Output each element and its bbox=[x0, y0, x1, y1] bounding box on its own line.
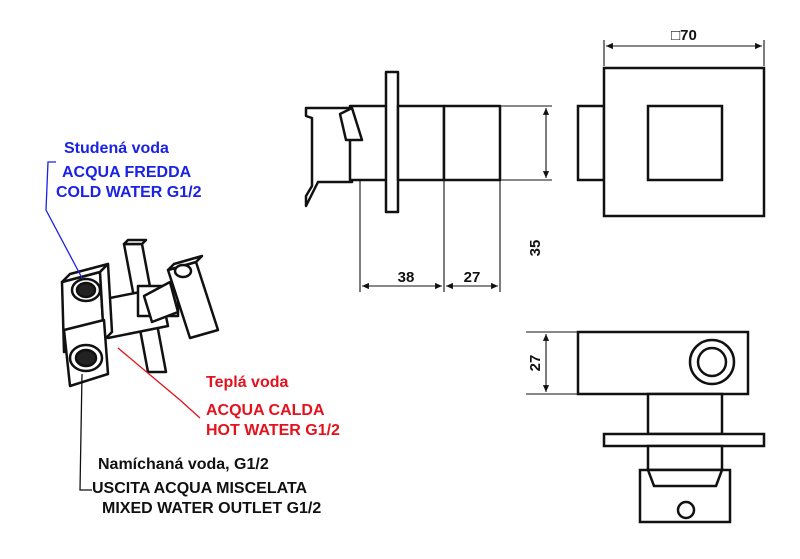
mixed-water-label-it: USCITA ACQUA MISCELATA bbox=[92, 480, 308, 497]
mixed-leader-line bbox=[79, 373, 92, 491]
dim-depth-body: 38 bbox=[398, 269, 415, 286]
top-dimensions bbox=[526, 331, 578, 395]
top-wall-plate bbox=[602, 432, 766, 448]
cold-water-label-local: Studená voda bbox=[64, 140, 169, 157]
dim-height-top: 27 bbox=[527, 355, 544, 372]
hot-leader-line bbox=[117, 347, 201, 419]
front-stub bbox=[576, 104, 606, 182]
hot-water-label-local: Teplá voda bbox=[206, 374, 289, 391]
side-body bbox=[442, 104, 502, 182]
leader-lines bbox=[45, 161, 201, 491]
mixed-water-label-en: MIXED WATER OUTLET G1/2 bbox=[102, 500, 322, 517]
top-view bbox=[576, 330, 766, 524]
front-view bbox=[576, 66, 766, 218]
mixed-water-label-local: Namíchaná voda, G1/2 bbox=[98, 456, 269, 473]
side-dimensions bbox=[359, 105, 552, 292]
hot-water-label-en: HOT WATER G1/2 bbox=[206, 422, 340, 439]
front-handle-window bbox=[646, 104, 724, 182]
front-dimensions bbox=[603, 40, 765, 66]
cold-water-label-it: ACQUA FREDDA bbox=[62, 164, 192, 181]
dim-depth-front: 27 bbox=[464, 269, 481, 286]
hot-water-label-it: ACQUA CALDA bbox=[206, 402, 325, 419]
isometric-view bbox=[60, 238, 220, 388]
side-wall-plate bbox=[384, 70, 400, 214]
dim-square-width: □70 bbox=[671, 27, 697, 44]
top-outlet-circle bbox=[676, 500, 696, 520]
dim-height-side: 35 bbox=[527, 240, 544, 257]
cold-leader-line bbox=[45, 161, 83, 279]
side-view bbox=[304, 70, 502, 214]
cold-water-label-en: COLD WATER G1/2 bbox=[56, 184, 202, 201]
top-sleeve bbox=[646, 392, 724, 436]
iso-handle-knob bbox=[173, 263, 193, 279]
